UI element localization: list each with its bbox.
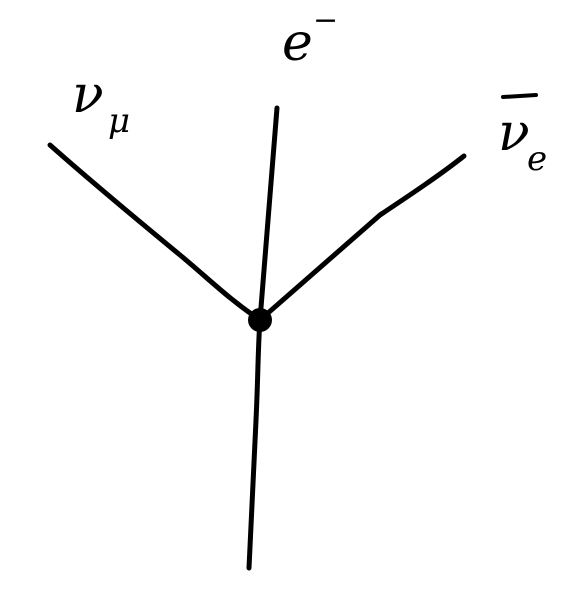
interaction-vertex <box>248 308 272 332</box>
label-muon-neutrino-symbol: ν <box>72 65 104 125</box>
label-antineutrino-overbar <box>501 93 538 99</box>
outgoing-line-top-electron <box>257 105 280 323</box>
label-electron: e − <box>282 3 338 73</box>
label-electron-antineutrino: ν e <box>498 93 547 179</box>
incoming-line-bottom <box>246 317 263 571</box>
label-muon-neutrino-subscript: μ <box>108 101 130 141</box>
label-antineutrino-subscript: e <box>527 139 547 179</box>
label-antineutrino-symbol: ν <box>498 103 530 163</box>
outgoing-line-right-antineutrino <box>257 153 467 323</box>
label-electron-symbol: e <box>282 13 313 73</box>
label-electron-superscript: − <box>313 3 338 38</box>
label-muon-neutrino: ν μ <box>72 65 130 141</box>
outgoing-line-left-muon-neutrino <box>47 142 263 323</box>
